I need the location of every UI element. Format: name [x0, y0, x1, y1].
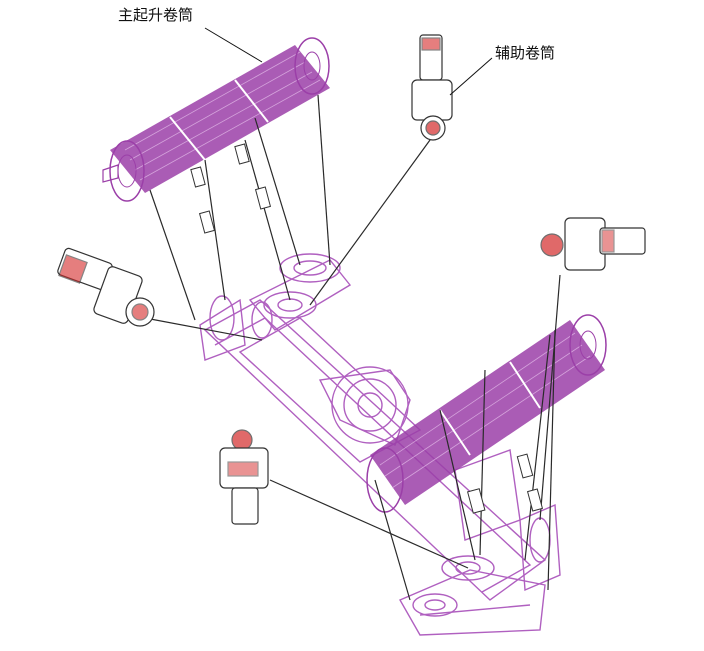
rope-sheave-blocks	[190, 143, 544, 514]
wire-ropes	[144, 94, 561, 601]
motor-gearbox-aux	[411, 34, 453, 141]
motor-gearbox-left	[57, 247, 155, 327]
motor-gearbox-lower-left	[219, 429, 269, 525]
trolley-frame	[199, 253, 561, 636]
callout-leaders	[204, 27, 493, 96]
main-hoist-drum	[102, 37, 330, 202]
aux-drum-label: 辅助卷筒	[495, 44, 556, 62]
main-hoist-drum-label: 主起升卷筒	[118, 6, 194, 24]
motor-gearbox-right	[540, 217, 646, 271]
